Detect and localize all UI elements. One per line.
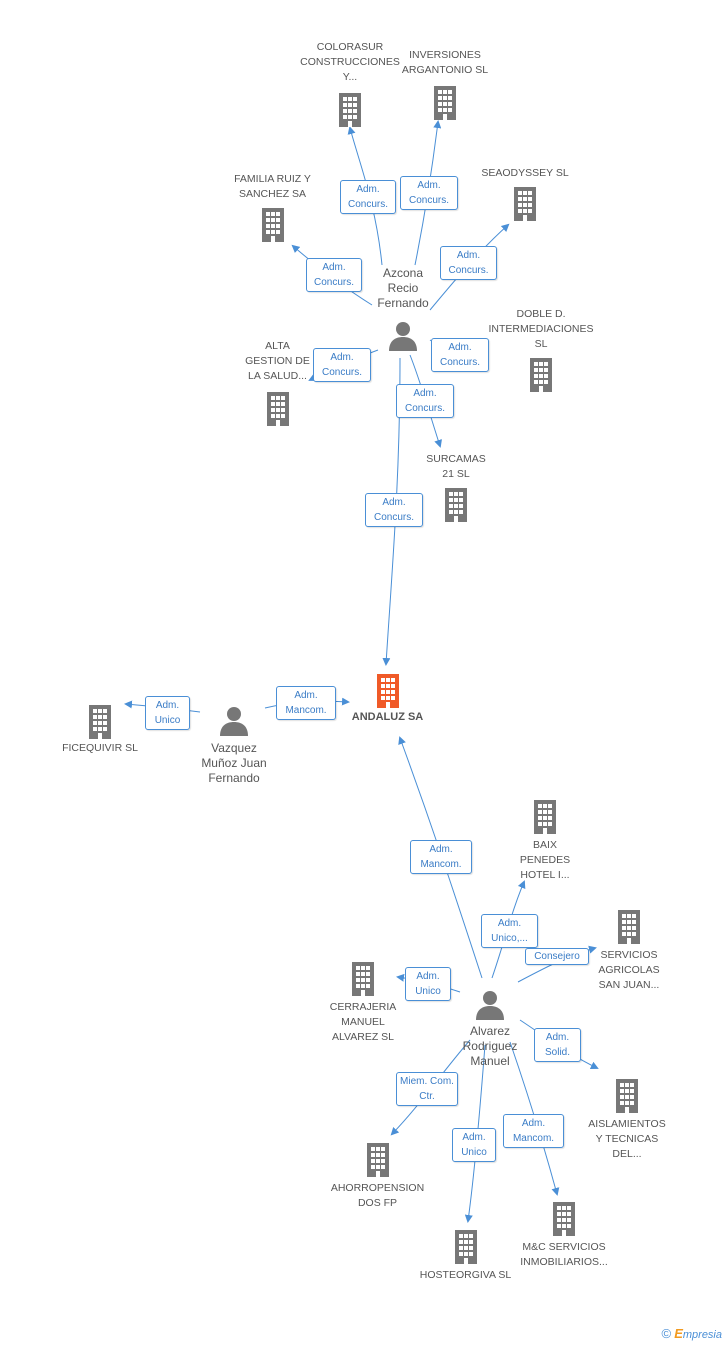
node-seaodyssey[interactable]: SEAODYSSEY SL xyxy=(475,166,575,221)
node-label: AISLAMIENTOS Y TECNICAS DEL... xyxy=(588,1118,666,1160)
edge-label-azcona-surcamas[interactable]: Adm. Concurs. xyxy=(396,384,454,418)
edge-label-alvarez-baix[interactable]: Adm. Unico,... xyxy=(481,914,538,948)
node-andaluz[interactable]: ANDALUZ SA xyxy=(340,674,435,725)
edge-label-azcona-alta[interactable]: Adm. Concurs. xyxy=(313,348,371,382)
edge-label-azcona-colorasur[interactable]: Adm. Concurs. xyxy=(340,180,396,214)
empresia-logo[interactable]: © Empresia xyxy=(662,1326,722,1341)
node-label: SEAODYSSEY SL xyxy=(481,167,569,179)
node-label: FAMILIA RUIZ Y SANCHEZ SA xyxy=(234,173,311,200)
node-label: DOBLE D. INTERMEDIACIONES SL xyxy=(488,308,594,350)
building-icon xyxy=(534,800,556,834)
node-hosteorgiva[interactable]: HOSTEORGIVA SL xyxy=(413,1230,518,1283)
node-ahorropension[interactable]: AHORROPENSION DOS FP xyxy=(325,1143,430,1211)
node-label: COLORASUR CONSTRUCCIONES Y... xyxy=(300,41,400,83)
edge-label-alvarez-cerrajeria[interactable]: Adm. Unico xyxy=(405,967,451,1001)
node-label: ANDALUZ SA xyxy=(351,711,424,723)
building-icon xyxy=(266,392,289,426)
node-azcona[interactable]: Azcona Recio Fernando xyxy=(366,266,440,351)
node-label: Azcona Recio Fernando xyxy=(377,266,429,310)
node-label: SERVICIOS AGRICOLAS SAN JUAN... xyxy=(598,949,660,991)
building-icon xyxy=(514,187,536,221)
node-label: FICEQUIVIR SL xyxy=(62,742,138,754)
edge-label-alvarez-mc[interactable]: Adm. Mancom. xyxy=(503,1114,564,1148)
logo-e: E xyxy=(674,1326,683,1341)
node-mc[interactable]: M&C SERVICIOS INMOBILIARIOS... xyxy=(513,1202,615,1270)
edge-label-vazquez-andaluz[interactable]: Adm. Mancom. xyxy=(276,686,336,720)
edge-label-azcona-andaluz[interactable]: Adm. Concurs. xyxy=(365,493,423,527)
person-icon xyxy=(220,707,248,736)
building-icon xyxy=(616,1079,638,1113)
node-label: SURCAMAS 21 SL xyxy=(426,453,486,480)
building-icon xyxy=(553,1202,575,1236)
building-icon xyxy=(366,1143,389,1177)
building-icon xyxy=(434,86,456,120)
node-alvarez[interactable]: Alvarez Rodriguez Manuel xyxy=(455,990,525,1069)
edge-label-azcona-inversiones[interactable]: Adm. Concurs. xyxy=(400,176,458,210)
copyright-icon: © xyxy=(661,1326,672,1341)
edge-label-azcona-doble[interactable]: Adm. Concurs. xyxy=(431,338,489,372)
node-label: Vazquez Muñoz Juan Fernando xyxy=(201,741,267,785)
building-icon xyxy=(618,910,640,944)
node-surcamas[interactable]: SURCAMAS 21 SL xyxy=(418,452,494,522)
building-icon xyxy=(261,208,284,242)
node-cerrajeria[interactable]: CERRAJERIA MANUEL ALVAREZ SL xyxy=(322,962,404,1045)
building-icon xyxy=(530,358,552,392)
edge-label-alvarez-ahorropension[interactable]: Miem. Com. Ctr. xyxy=(396,1072,458,1106)
node-label: Alvarez Rodriguez Manuel xyxy=(462,1024,518,1068)
building-icon xyxy=(376,674,399,708)
person-icon xyxy=(476,991,504,1020)
node-familia[interactable]: FAMILIA RUIZ Y SANCHEZ SA xyxy=(225,172,320,242)
node-baix[interactable]: BAIX PENEDES HOTEL I... xyxy=(510,800,580,883)
person-icon xyxy=(389,322,417,351)
node-label: M&C SERVICIOS INMOBILIARIOS... xyxy=(520,1241,608,1268)
edge-label-azcona-familia[interactable]: Adm. Concurs. xyxy=(306,258,362,292)
node-label: HOSTEORGIVA SL xyxy=(419,1269,512,1281)
node-ficequivir[interactable]: FICEQUIVIR SL xyxy=(55,705,145,756)
building-icon xyxy=(454,1230,477,1264)
node-colorasur[interactable]: COLORASUR CONSTRUCCIONES Y... xyxy=(290,40,410,127)
edge-label-vazquez-ficequivir[interactable]: Adm. Unico xyxy=(145,696,190,730)
node-label: CERRAJERIA MANUEL ALVAREZ SL xyxy=(329,1001,397,1043)
node-servicios[interactable]: SERVICIOS AGRICOLAS SAN JUAN... xyxy=(590,910,668,993)
logo-text: mpresia xyxy=(682,1329,722,1341)
edge-label-alvarez-servicios[interactable]: Consejero xyxy=(525,948,589,965)
node-aislamientos[interactable]: AISLAMIENTOS Y TECNICAS DEL... xyxy=(582,1079,672,1162)
node-label: BAIX PENEDES HOTEL I... xyxy=(519,839,571,881)
node-alta[interactable]: ALTA GESTION DE LA SALUD... xyxy=(240,339,315,426)
node-label: AHORROPENSION DOS FP xyxy=(330,1182,425,1209)
edge-label-alvarez-andaluz[interactable]: Adm. Mancom. xyxy=(410,840,472,874)
node-vazquez[interactable]: Vazquez Muñoz Juan Fernando xyxy=(195,706,273,786)
node-inversiones[interactable]: INVERSIONES ARGANTONIO SL xyxy=(395,48,495,120)
building-icon xyxy=(89,705,111,739)
edge-label-alvarez-hosteorgiva[interactable]: Adm. Unico xyxy=(452,1128,496,1162)
building-icon xyxy=(339,93,361,127)
edge-label-alvarez-aislamientos[interactable]: Adm. Solid. xyxy=(534,1028,581,1062)
node-doble[interactable]: DOBLE D. INTERMEDIACIONES SL xyxy=(485,307,597,392)
node-label: INVERSIONES ARGANTONIO SL xyxy=(401,49,489,76)
edge-label-azcona-seaodyssey[interactable]: Adm. Concurs. xyxy=(440,246,497,280)
building-icon xyxy=(352,962,374,996)
building-icon xyxy=(445,488,467,522)
node-label: ALTA GESTION DE LA SALUD... xyxy=(245,340,310,382)
